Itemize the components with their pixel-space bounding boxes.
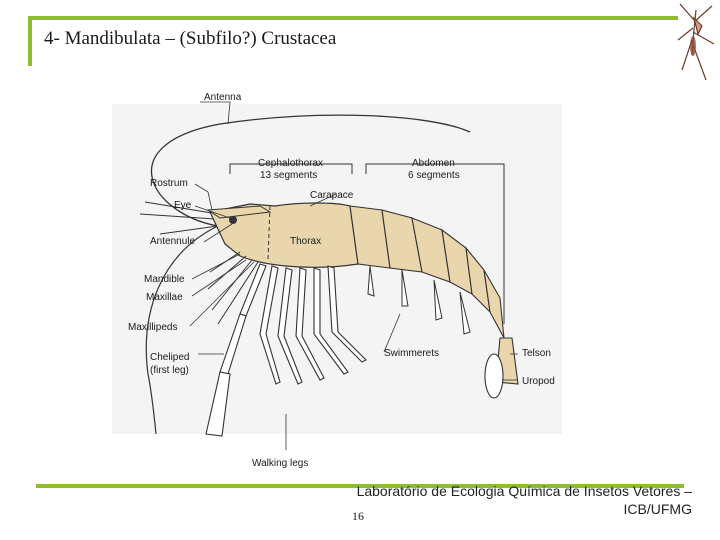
swimmerets-group bbox=[367, 265, 471, 335]
label-uropod: Uropod bbox=[522, 376, 555, 387]
label-antenna: Antenna bbox=[204, 92, 242, 103]
accent-bar-top bbox=[32, 16, 678, 20]
label-first-leg: (first leg) bbox=[150, 365, 189, 376]
cephalothorax-bracket bbox=[229, 163, 353, 174]
antenna-flagellum bbox=[145, 225, 219, 435]
antenna-line bbox=[150, 114, 471, 227]
leader-lines bbox=[189, 101, 518, 450]
walking-legs-group bbox=[259, 265, 367, 385]
label-walking-legs: Walking legs bbox=[252, 458, 308, 469]
accent-bar-left bbox=[28, 16, 32, 66]
cervical-groove bbox=[267, 205, 271, 261]
crustacean-diagram: Antenna Rostrum Eye Antennule Mandible M… bbox=[112, 92, 562, 469]
abdomen-bracket bbox=[365, 163, 505, 324]
rostrum-shape bbox=[206, 205, 272, 219]
label-telson: Telson bbox=[522, 348, 551, 359]
cheliped-shape bbox=[205, 263, 267, 437]
footer-text: Laboratório de Ecologia Química de Inset… bbox=[356, 483, 692, 517]
label-abdomen-segments: 6 segments bbox=[408, 170, 460, 181]
uropod-shape bbox=[484, 353, 504, 399]
label-maxillipeds: Maxillipeds bbox=[128, 322, 177, 333]
label-cephalothorax-segments: 13 segments bbox=[260, 170, 317, 181]
accent-bar-bottom bbox=[36, 484, 684, 488]
eye-shape bbox=[229, 216, 237, 224]
label-cheliped: Cheliped bbox=[150, 352, 189, 363]
label-maxillae: Maxillae bbox=[146, 292, 183, 303]
slide-title: 4- Mandibulata – (Subfilo?) Crustacea bbox=[44, 28, 337, 49]
label-cephalothorax: Cephalothorax bbox=[258, 158, 323, 169]
label-abdomen: Abdomen bbox=[412, 158, 455, 169]
mosquito-icon bbox=[677, 3, 715, 81]
label-rostrum: Rostrum bbox=[150, 178, 188, 189]
label-antennule: Antennule bbox=[150, 236, 195, 247]
label-carapace: Carapace bbox=[310, 190, 354, 201]
label-swimmerets: Swimmerets bbox=[384, 348, 439, 359]
label-eye: Eye bbox=[174, 200, 192, 211]
label-thorax: Thorax bbox=[290, 236, 321, 247]
page-number: 16 bbox=[352, 509, 364, 523]
label-mandible: Mandible bbox=[144, 274, 185, 285]
